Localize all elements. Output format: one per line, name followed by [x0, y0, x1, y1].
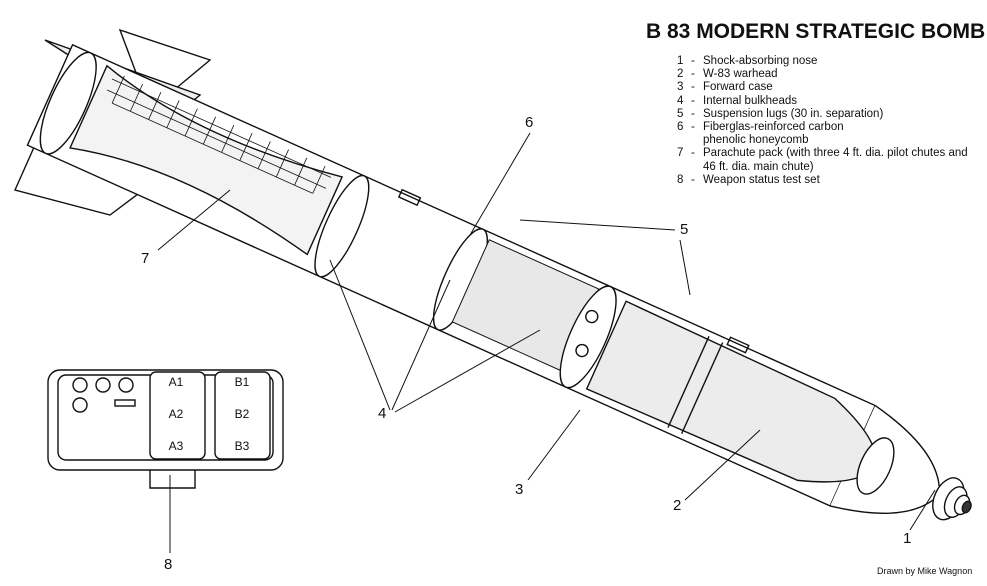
legend-item: 3-Forward case [677, 81, 773, 94]
callout-1: 1 [903, 530, 912, 547]
parachute-honeycomb [106, 75, 332, 194]
bomb-body [26, 43, 972, 521]
legend-item: 2-W-83 warhead [677, 68, 778, 81]
legend-item: 7-Parachute pack (with three 4 ft. dia. … [677, 147, 968, 173]
artist-credit: Drawn by Mike Wagnon [877, 566, 973, 576]
leader-lines [157, 132, 936, 553]
callout-8: 8 [164, 556, 173, 573]
parachute-pack [69, 64, 344, 256]
callout-7: 7 [141, 250, 150, 267]
suspension-lug [726, 336, 750, 354]
legend-item: 1-Shock-absorbing nose [677, 55, 818, 67]
callout-5: 5 [680, 221, 689, 238]
legend-item: 5-Suspension lugs (30 in. separation) [677, 107, 884, 120]
bulkhead [559, 285, 617, 389]
callout-2: 2 [673, 497, 682, 514]
legend: 1-Shock-absorbing nose 2-W-83 warhead 3-… [677, 55, 977, 187]
diagram-title: B 83 MODERN STRATEGIC BOMB [646, 20, 986, 43]
test-set-label-a1: A1 [169, 375, 184, 389]
callout-3: 3 [515, 481, 524, 498]
legend-item: 4-Internal bulkheads [677, 94, 797, 107]
bulkhead [314, 174, 370, 278]
callout-6: 6 [525, 114, 534, 131]
legend-item: 8-Weapon status test set [677, 173, 820, 186]
legend-item: 6-Fiberglas-reinforced carbon phenolic h… [677, 121, 844, 147]
test-set-label-b3: B3 [235, 439, 250, 453]
weapon-status-test-set [47, 369, 284, 489]
test-set-label-a2: A2 [169, 407, 184, 421]
test-set-label-b1: B1 [235, 375, 250, 389]
suspension-lug [397, 188, 422, 207]
nose-shock-absorber [932, 477, 972, 521]
callout-4: 4 [378, 405, 387, 422]
test-set-label-a3: A3 [169, 439, 184, 453]
test-set-label-b2: B2 [235, 407, 250, 421]
